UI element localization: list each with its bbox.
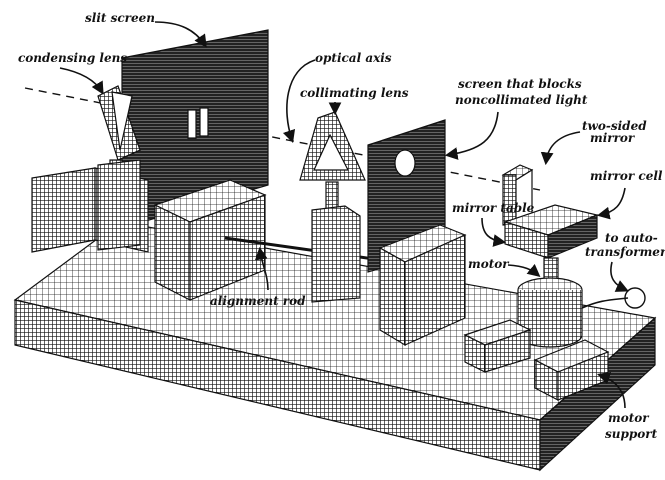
label-collimating-lens: collimating lens	[300, 86, 409, 116]
blocking-screen	[367, 119, 467, 347]
label-condensing-lens: condensing lens	[18, 51, 127, 95]
alignment-rod	[224, 236, 396, 264]
support-block-left	[31, 159, 149, 253]
svg-text:condensing lens: condensing lens	[18, 51, 127, 65]
slit-screen	[121, 29, 269, 229]
svg-text:support: support	[605, 427, 658, 441]
label-slit-screen: slit screen	[85, 11, 207, 48]
label-alignment-rod: alignment rod	[210, 246, 306, 308]
label-blocking-screen: screen that blocks noncollimated light	[444, 77, 588, 160]
svg-text:screen that blocks: screen that blocks	[458, 77, 582, 91]
svg-text:mirror: mirror	[590, 131, 636, 145]
svg-text:noncollimated light: noncollimated light	[455, 93, 588, 107]
label-mirror-cell: mirror cell	[590, 169, 663, 220]
label-autotransformer: to auto- transformer	[585, 231, 665, 292]
label-motor-support: motor support	[596, 371, 658, 441]
collimating-lens	[299, 111, 366, 303]
svg-text:to auto-: to auto-	[605, 231, 658, 245]
support-block-center-left	[153, 179, 267, 301]
label-motor: motor	[468, 257, 541, 278]
label-mirror-table: mirror table	[452, 201, 535, 247]
svg-text:alignment rod: alignment rod	[210, 294, 306, 308]
svg-text:two-sided: two-sided	[582, 119, 647, 133]
label-optical-axis: optical axis	[282, 51, 392, 144]
svg-text:mirror table: mirror table	[452, 201, 535, 215]
svg-text:collimating lens: collimating lens	[300, 86, 409, 100]
svg-text:optical axis: optical axis	[315, 51, 392, 65]
svg-text:transformer: transformer	[585, 245, 665, 259]
svg-text:slit screen: slit screen	[85, 11, 155, 25]
svg-text:mirror cell: mirror cell	[590, 169, 663, 183]
label-two-sided-mirror: two-sided mirror	[540, 119, 647, 166]
svg-text:motor: motor	[468, 257, 510, 271]
svg-text:motor: motor	[608, 411, 650, 425]
